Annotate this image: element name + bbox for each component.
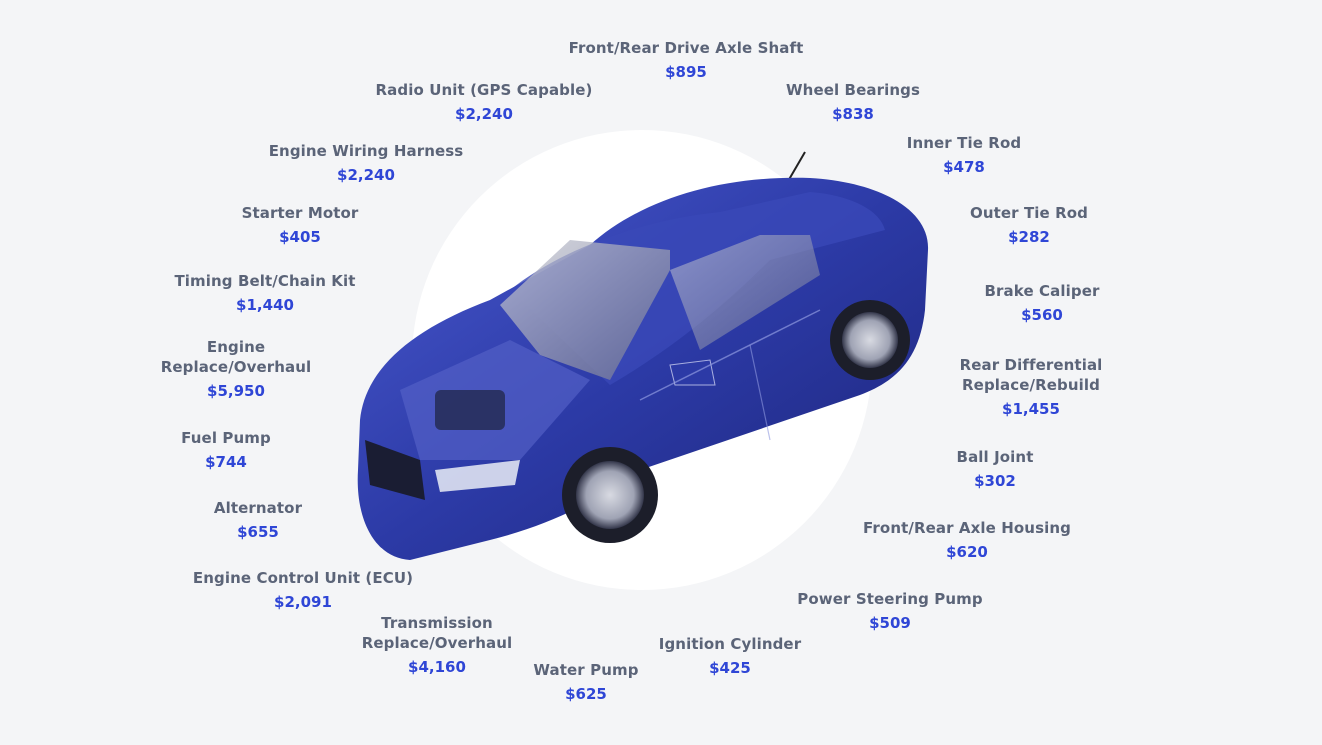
- part-price: $895: [665, 63, 707, 81]
- part-price: $405: [279, 228, 321, 246]
- part-label-radio-unit: Radio Unit (GPS Capable) $2,240: [376, 80, 593, 124]
- part-price: $2,091: [274, 593, 332, 611]
- part-name: Ignition Cylinder: [658, 635, 802, 653]
- part-name: Wheel Bearings: [786, 81, 920, 99]
- part-price: $2,240: [455, 105, 513, 123]
- part-name: Power Steering Pump: [797, 590, 983, 608]
- part-name: Inner Tie Rod: [906, 134, 1022, 152]
- engine-block: [435, 390, 505, 430]
- part-name: Radio Unit (GPS Capable): [375, 81, 593, 99]
- side-window: [670, 235, 820, 350]
- grille: [365, 440, 425, 500]
- part-name: Replace/Overhaul: [160, 358, 312, 376]
- car-image: [357, 151, 929, 560]
- rear-rim: [842, 312, 898, 368]
- part-label-ignition-cylinder: Ignition Cylinder $425: [659, 634, 801, 678]
- part-label-brake-caliper: Brake Caliper $560: [985, 281, 1100, 325]
- part-name: Replace/Rebuild: [962, 376, 1100, 394]
- part-label-fuel-pump: Fuel Pump $744: [181, 428, 271, 472]
- part-label-power-steering-pump: Power Steering Pump $509: [797, 589, 982, 633]
- part-name: Engine: [206, 338, 266, 356]
- part-price: $620: [946, 543, 988, 561]
- part-name: Engine Control Unit (ECU): [192, 569, 414, 587]
- part-name: Transmission: [381, 614, 493, 632]
- part-price: $4,160: [408, 658, 466, 676]
- part-price: $625: [565, 685, 607, 703]
- part-price: $2,240: [337, 166, 395, 184]
- part-label-front-rear-drive-axle-shaft: Front/Rear Drive Axle Shaft $895: [569, 38, 804, 82]
- part-name: Outer Tie Rod: [969, 204, 1089, 222]
- part-name: Water Pump: [533, 661, 639, 679]
- door-seam: [749, 344, 771, 441]
- part-price: $744: [205, 453, 247, 471]
- part-label-alternator: Alternator $655: [214, 498, 302, 542]
- windshield: [500, 240, 670, 380]
- part-price: $838: [832, 105, 874, 123]
- part-price: $509: [869, 614, 911, 632]
- part-label-starter-motor: Starter Motor $405: [242, 203, 359, 247]
- part-price: $560: [1021, 306, 1063, 324]
- part-name: Front/Rear Axle Housing: [863, 519, 1071, 537]
- part-price: $302: [974, 472, 1016, 490]
- part-name: Timing Belt/Chain Kit: [174, 272, 356, 290]
- part-label-ball-joint: Ball Joint $302: [957, 447, 1034, 491]
- part-name: Brake Caliper: [984, 282, 1100, 300]
- part-price: $282: [1008, 228, 1050, 246]
- part-name: Front/Rear Drive Axle Shaft: [568, 39, 804, 57]
- part-price: $5,950: [207, 382, 265, 400]
- door-line: [639, 309, 821, 401]
- part-name: Starter Motor: [241, 204, 359, 222]
- part-name: Replace/Overhaul: [361, 634, 513, 652]
- part-label-engine-wiring-harness: Engine Wiring Harness $2,240: [269, 141, 464, 185]
- part-name: Ball Joint: [956, 448, 1034, 466]
- part-price: $1,440: [236, 296, 294, 314]
- part-name: Rear Differential: [959, 356, 1103, 374]
- part-label-wheel-bearings: Wheel Bearings $838: [786, 80, 920, 124]
- part-name: Alternator: [213, 499, 303, 517]
- headlight: [435, 460, 520, 492]
- part-price: $655: [237, 523, 279, 541]
- part-price: $425: [709, 659, 751, 677]
- part-label-engine-control-unit: Engine Control Unit (ECU) $2,091: [193, 568, 413, 612]
- part-label-inner-tie-rod: Inner Tie Rod $478: [907, 133, 1021, 177]
- part-label-timing-belt-chain-kit: Timing Belt/Chain Kit $1,440: [174, 271, 355, 315]
- car-illustration: [340, 140, 940, 570]
- part-price: $478: [943, 158, 985, 176]
- part-price: $1,455: [1002, 400, 1060, 418]
- part-label-outer-tie-rod: Outer Tie Rod $282: [970, 203, 1088, 247]
- part-name: Fuel Pump: [181, 429, 271, 447]
- part-label-water-pump: Water Pump $625: [533, 660, 638, 704]
- front-rim: [576, 461, 644, 529]
- part-label-front-rear-axle-housing: Front/Rear Axle Housing $620: [863, 518, 1071, 562]
- part-name: Engine Wiring Harness: [268, 142, 464, 160]
